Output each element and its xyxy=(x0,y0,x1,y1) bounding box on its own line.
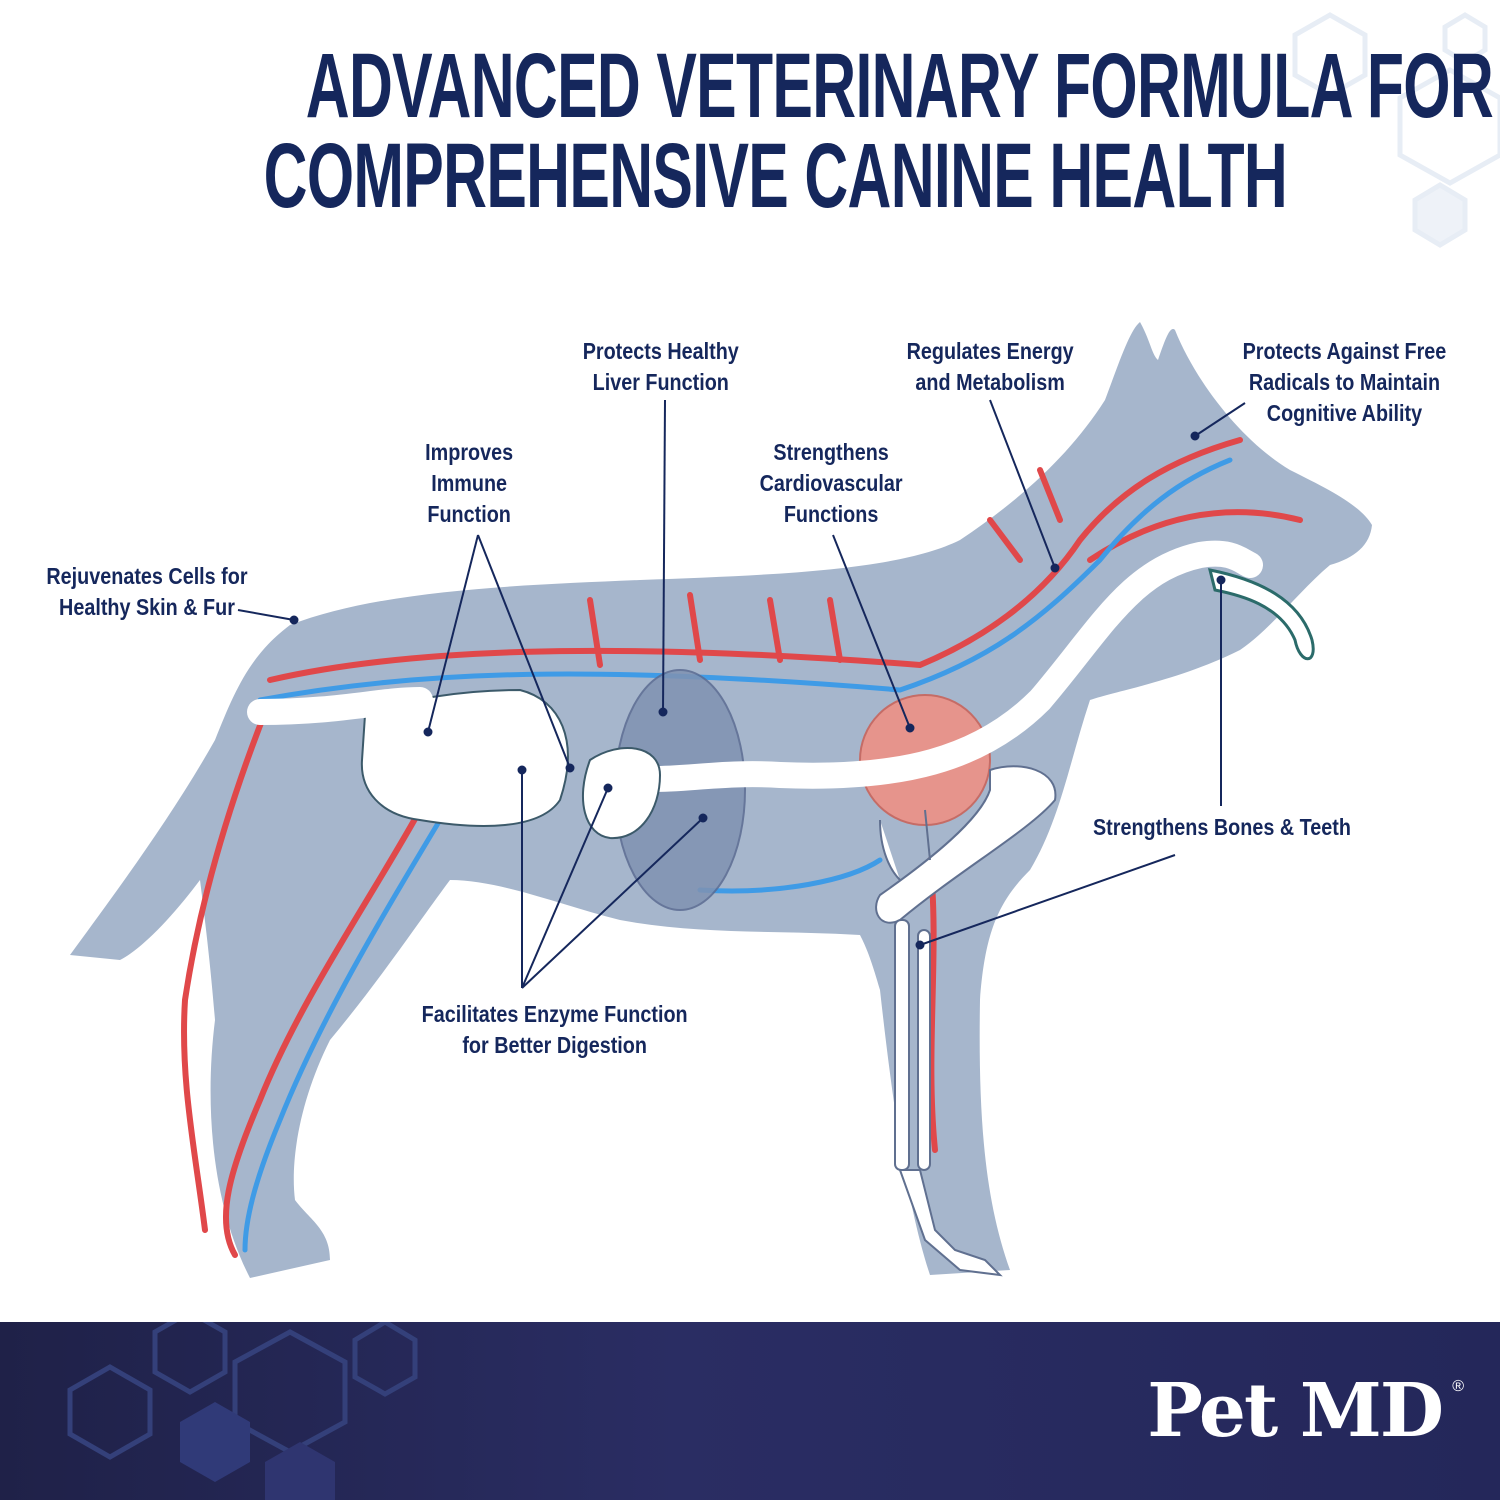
label-bones-teeth: Strengthens Bones & Teeth xyxy=(1072,812,1372,843)
label-liver: Protects Healthy Liver Function xyxy=(570,336,752,398)
label-line: and Metabolism xyxy=(915,369,1065,395)
headline-text: ADVANCED VETERINARY FORMULA FOR xyxy=(305,35,1494,137)
label-skin-fur: Rejuvenates Cells for Healthy Skin & Fur xyxy=(30,561,264,623)
label-line: Function xyxy=(427,501,511,527)
hexagon-decoration xyxy=(1292,12,1500,248)
label-line: Healthy Skin & Fur xyxy=(59,594,235,620)
label-cardiovascular: Strengthens Cardiovascular Functions xyxy=(748,437,914,530)
label-line: Strengthens xyxy=(773,439,889,465)
intestines xyxy=(360,688,569,827)
leader-lines xyxy=(237,399,1246,989)
label-line: Regulates Energy xyxy=(906,338,1074,364)
label-line: Improves xyxy=(425,439,514,465)
label-line: Radicals to Maintain xyxy=(1248,369,1441,395)
headline-line-1: ADVANCED VETERINARY FORMULA FOR xyxy=(0,40,1500,132)
label-digestion: Facilitates Enzyme Function for Better D… xyxy=(400,999,709,1061)
label-line: for Better Digestion xyxy=(462,1032,647,1058)
registered-mark: ® xyxy=(1452,1378,1464,1395)
label-cognitive: Protects Against Free Radicals to Mainta… xyxy=(1226,336,1463,429)
label-line: Cognitive Ability xyxy=(1266,400,1423,426)
label-line: Facilitates Enzyme Function xyxy=(421,1001,688,1027)
skeleton-front-leg xyxy=(875,765,1057,1277)
headline-line-2: COMPREHENSIVE CANINE HEALTH xyxy=(0,130,1500,222)
footer-banner xyxy=(0,1322,1500,1500)
hexagon-decoration xyxy=(67,1322,418,1500)
label-immune: Improves Immune Function xyxy=(418,437,520,530)
label-line: Strengthens Bones & Teeth xyxy=(1092,814,1351,840)
label-line: Functions xyxy=(783,501,879,527)
tongue xyxy=(1207,568,1315,661)
label-line: Liver Function xyxy=(592,369,729,395)
label-line: Cardiovascular xyxy=(759,470,903,496)
label-line: Protects Against Free xyxy=(1242,338,1447,364)
headline-text: COMPREHENSIVE CANINE HEALTH xyxy=(263,125,1288,227)
digestive-tract xyxy=(247,540,1263,793)
petmd-logo: Pet MD xyxy=(1147,1368,1444,1454)
label-line: Rejuvenates Cells for xyxy=(46,563,248,589)
label-line: Protects Healthy xyxy=(582,338,739,364)
label-energy-metabolism: Regulates Energy and Metabolism xyxy=(893,336,1087,398)
label-line: Immune xyxy=(431,470,508,496)
stomach xyxy=(582,747,662,840)
